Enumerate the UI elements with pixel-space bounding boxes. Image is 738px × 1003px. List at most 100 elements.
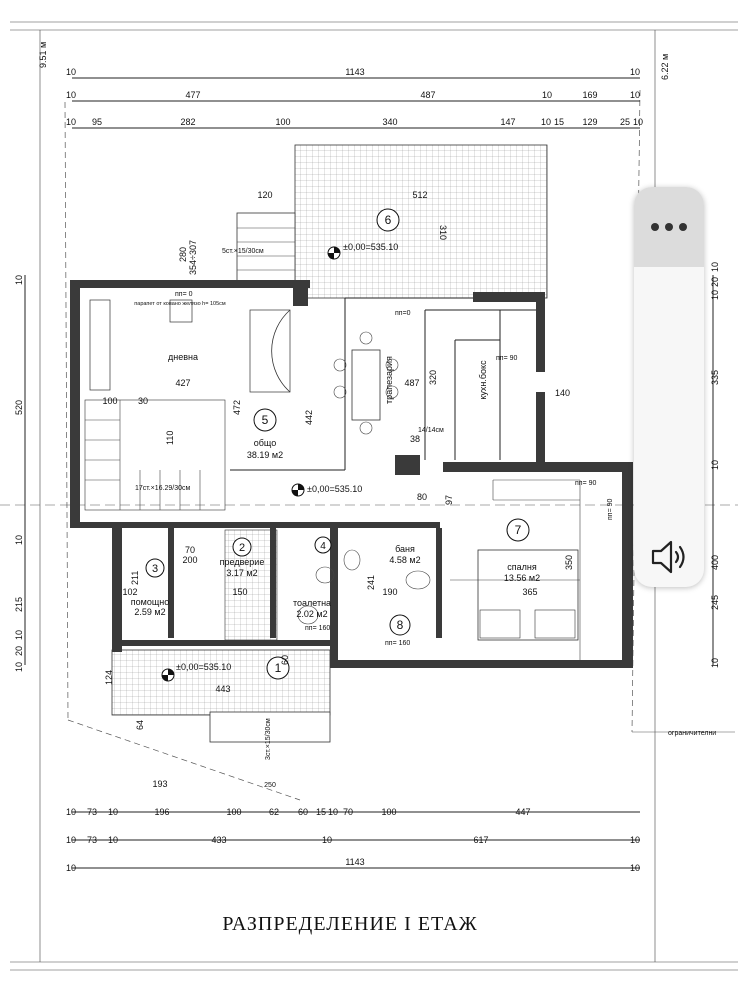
dim-320: 320 xyxy=(428,370,438,385)
room-8-number: 8 xyxy=(397,618,404,632)
bottom-dim: 15 xyxy=(316,807,326,817)
left-dim: 10 xyxy=(14,275,24,285)
right-dim: 400 xyxy=(710,555,720,570)
top-dim: 10 xyxy=(541,117,551,127)
dim-38: 38 xyxy=(410,434,420,444)
dim-310: 310 xyxy=(438,225,448,240)
bottom-dim: 10 xyxy=(66,807,76,817)
bottom-dim: 196 xyxy=(154,807,169,817)
right-dim: 10 xyxy=(710,658,720,668)
room-1-number: 1 xyxy=(275,661,282,675)
top-dim: 10 xyxy=(633,117,643,127)
dim-350: 350 xyxy=(564,555,574,570)
right-dim: 10 xyxy=(710,290,720,300)
partitions xyxy=(230,297,581,660)
bottom-dim: 10 xyxy=(66,835,76,845)
top-dim: 25 xyxy=(620,117,630,127)
bottom-dim: 10 xyxy=(322,835,332,845)
bottom-dim: 60 xyxy=(298,807,308,817)
right-dim: 10 xyxy=(710,460,720,470)
bottom-dimensions xyxy=(72,811,640,869)
left-dim: 10 xyxy=(14,662,24,672)
room-5-number: 5 xyxy=(262,413,269,427)
top-dim: 147 xyxy=(500,117,515,127)
bottom-dim: 73 xyxy=(87,835,97,845)
room-7-label: спалня xyxy=(507,562,537,572)
bottom-dim: 10 xyxy=(108,807,118,817)
top-dim: 100 xyxy=(275,117,290,127)
left-dim: 10 xyxy=(14,630,24,640)
more-options-button[interactable] xyxy=(634,187,704,267)
inner-stair xyxy=(84,399,226,511)
dim-211: 211 xyxy=(130,571,140,585)
annot-pp90: пп= 90 xyxy=(496,355,518,362)
bottom-dim: 70 xyxy=(343,807,353,817)
bottom-dim: 447 xyxy=(515,807,530,817)
dim-150: 150 xyxy=(232,587,247,597)
floating-side-panel[interactable] xyxy=(634,187,704,587)
room-6-number: 6 xyxy=(385,213,392,227)
right-dim: 10 xyxy=(710,262,720,272)
dim-280: 280 xyxy=(178,247,188,262)
walls xyxy=(70,280,633,668)
bottom-dim: 10 xyxy=(66,863,76,873)
bottom-dim: 62 xyxy=(269,807,279,817)
room-3-number: 3 xyxy=(152,563,158,575)
room-7-area: 13.56 м2 xyxy=(504,573,540,583)
room-2-label: предверие xyxy=(220,557,265,567)
room-2-number: 2 xyxy=(239,542,245,554)
right-dim: 20 xyxy=(710,277,720,287)
room-3-label: помощно xyxy=(131,597,169,607)
top-dim: 282 xyxy=(180,117,195,127)
bottom-dim: 100 xyxy=(381,807,396,817)
room-2-area: 3.17 м2 xyxy=(226,568,257,578)
room-4-number: 4 xyxy=(320,541,326,552)
dim-140: 140 xyxy=(555,388,570,398)
entrance-level: ±0,00=535.10 xyxy=(176,662,231,672)
annot-pp90: пп= 90 xyxy=(607,498,614,520)
annot-pp0: пп= 0 xyxy=(175,291,193,298)
room-3-area: 2.59 м2 xyxy=(134,607,165,617)
bottom-dim: 433 xyxy=(211,835,226,845)
kitchen-label: кухн.бокс xyxy=(478,360,488,400)
bottom-dim: 617 xyxy=(473,835,488,845)
speaker-icon[interactable] xyxy=(647,537,691,577)
dim-487: 487 xyxy=(404,378,419,388)
top-dim: 487 xyxy=(420,90,435,100)
dim-60: 60 xyxy=(280,655,290,665)
dim-200: 200 xyxy=(182,555,197,565)
dim-443: 443 xyxy=(215,684,230,694)
step-size-label: 14/14см xyxy=(418,427,444,434)
room-number-circles xyxy=(145,208,530,680)
dim-80: 80 xyxy=(417,492,427,502)
dim-102: 102 xyxy=(122,587,137,597)
bottom-dim: 10 xyxy=(108,835,118,845)
dim-120: 120 xyxy=(257,190,272,200)
more-dots-icon xyxy=(651,223,687,231)
upper-stair-label: 5ст.×15/30см xyxy=(222,248,264,255)
dim-472: 472 xyxy=(232,400,242,415)
dim-124: 124 xyxy=(104,670,114,685)
top-dim: 10 xyxy=(542,90,552,100)
top-dim: 129 xyxy=(582,117,597,127)
terrace-level: ±0,00=535.10 xyxy=(343,242,398,252)
bottom-dim: 100 xyxy=(226,807,241,817)
dim-64: 64 xyxy=(135,720,145,730)
boundary-label: ограничителни xyxy=(668,730,716,737)
dim-365: 365 xyxy=(522,587,537,597)
left-dim: 215 xyxy=(14,597,24,612)
dim-190: 190 xyxy=(382,587,397,597)
bottom-dim: 73 xyxy=(87,807,97,817)
bottom-dim: 10 xyxy=(630,835,640,845)
dim-442: 442 xyxy=(304,410,314,425)
top-dim: 169 xyxy=(582,90,597,100)
room-5-label: общо xyxy=(254,438,276,448)
top-dim: 477 xyxy=(185,90,200,100)
room-8-label: баня xyxy=(395,544,415,554)
bottom-dim: 1143 xyxy=(345,857,364,867)
bottom-dim: 10 xyxy=(630,863,640,873)
dim-250: 250 xyxy=(264,782,276,789)
top-dim: 10 xyxy=(66,117,76,127)
elevation-left: 9.51 м xyxy=(38,42,48,68)
